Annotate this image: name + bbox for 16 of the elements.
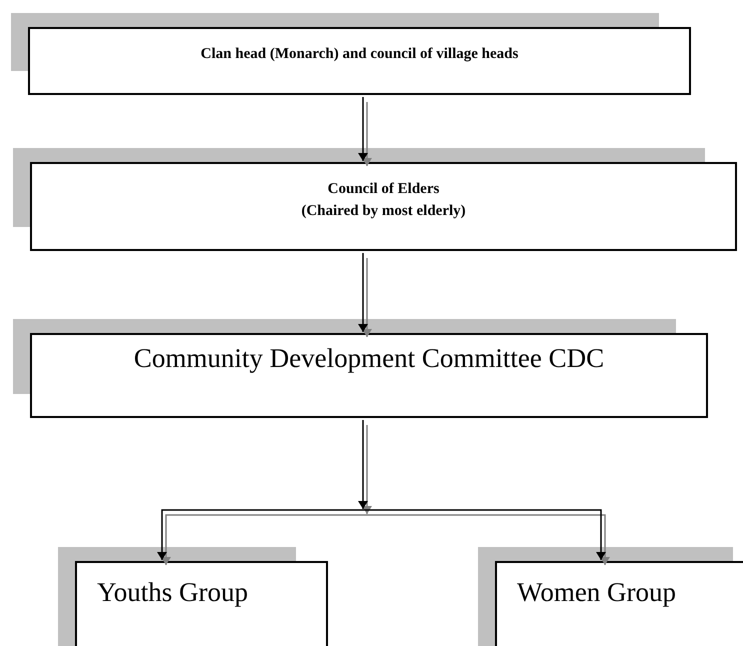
arrow <box>358 97 368 161</box>
box-label: Community Development Committee CDC <box>134 342 604 375</box>
org-box <box>75 561 328 646</box>
org-box <box>28 27 691 95</box>
org-box <box>495 561 743 646</box>
org-box <box>30 333 708 418</box>
box-label: Youths Group <box>97 576 248 609</box>
box-label: (Chaired by most elderly) <box>301 202 466 221</box>
arrow <box>358 420 368 509</box>
box-label: Council of Elders <box>328 180 440 199</box>
arrow <box>157 509 363 560</box>
org-box <box>30 162 737 251</box>
box-label: Clan head (Monarch) and council of village heads <box>200 45 518 64</box>
box-label: Women Group <box>517 576 676 609</box>
arrow <box>363 509 606 560</box>
arrow <box>358 253 368 332</box>
